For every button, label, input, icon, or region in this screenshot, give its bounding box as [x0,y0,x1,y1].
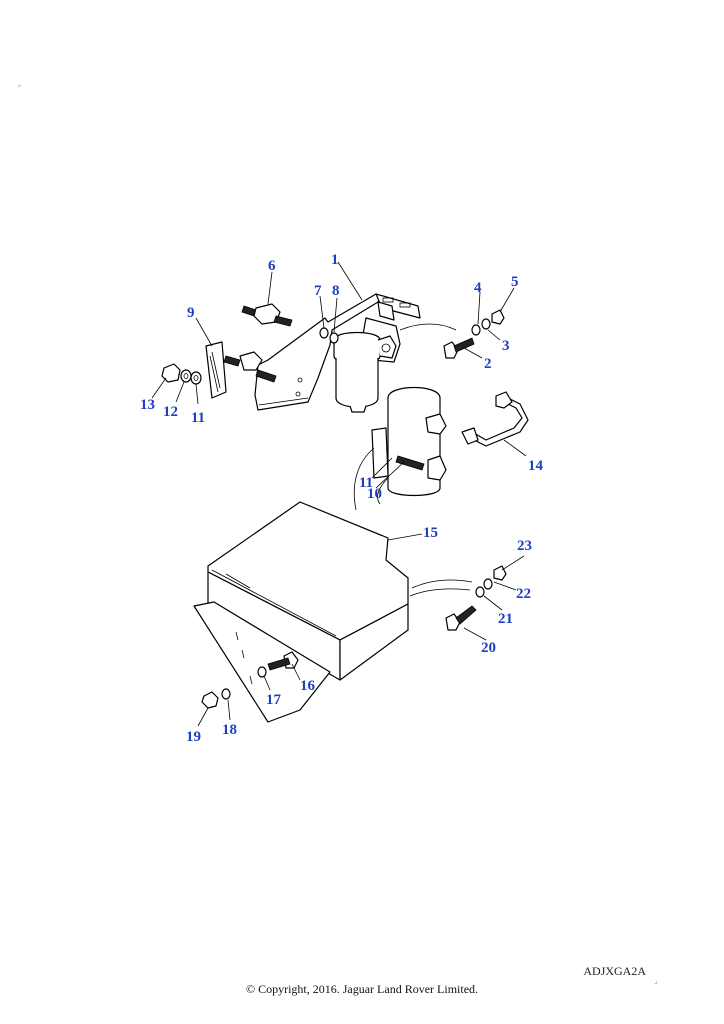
callout-17: 17 [266,692,282,708]
callout-9: 9 [187,305,195,321]
fasteners-lower-center [257,651,299,678]
callout-7: 7 [314,283,322,299]
callout-4: 4 [474,280,482,296]
fuel-pump [353,387,447,511]
fasteners-lower-right [445,565,507,631]
callout-14: 14 [528,458,544,474]
copyright-notice: © Copyright, 2016. Jaguar Land Rover Lim… [245,982,479,996]
callout-5: 5 [511,274,519,290]
leader-lines [151,261,527,727]
callout-2: 2 [484,356,492,372]
callout-12: 12 [163,404,178,420]
fuel-pipe [461,391,529,447]
callout-labels: 1 2 3 4 5 6 7 8 9 10 11 11 12 13 14 15 1… [140,252,544,745]
callout-8: 8 [332,283,340,299]
corner-mark-bottom-right: ⌟ [654,976,658,985]
corner-mark-top-left: ⌜ [18,84,22,93]
callout-16: 16 [300,678,316,694]
callout-15: 15 [423,525,438,541]
callout-18: 18 [222,722,237,738]
callout-1: 1 [331,252,339,268]
callout-10: 10 [367,486,382,502]
fasteners-left [161,363,202,385]
callout-19: 19 [186,729,201,745]
mounting-bracket [254,293,421,411]
stud-6 [241,303,293,327]
callout-11-left: 11 [191,410,205,426]
callout-3: 3 [502,338,510,354]
callout-23: 23 [517,538,532,554]
fasteners-right-upper [443,309,505,359]
fasteners-lower-left [201,688,231,709]
callout-21: 21 [498,611,513,627]
fuel-filter-assembly [333,317,457,413]
heat-shield-cover [193,501,473,723]
mount-9 [205,341,277,399]
callout-6: 6 [268,258,276,274]
callout-11-pump: 11 [359,475,373,491]
callout-13: 13 [140,397,155,413]
callout-22: 22 [516,586,531,602]
reference-code: ADJXGA2A [583,964,646,978]
callout-20: 20 [481,640,496,656]
